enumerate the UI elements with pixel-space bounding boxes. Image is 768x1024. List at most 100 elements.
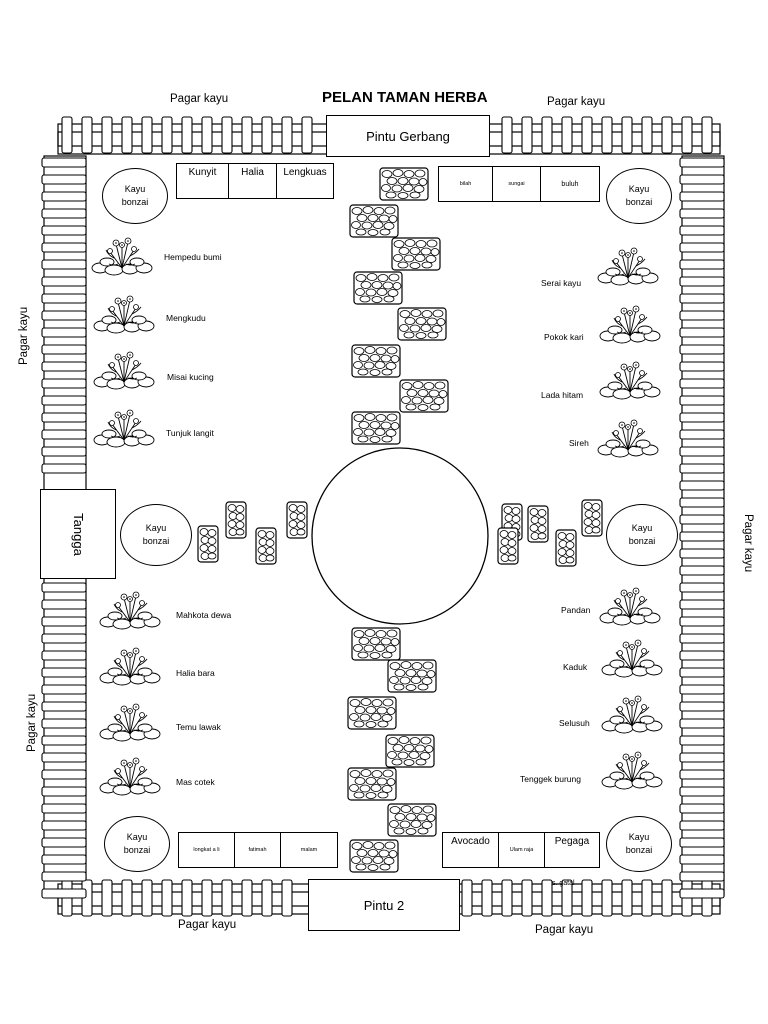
fence-picket (41, 837, 87, 848)
fence-picket (521, 879, 533, 917)
main-gate-label: Pintu Gerbang (366, 128, 450, 144)
bed-cell: longkat a li (179, 833, 235, 867)
fence-picket (201, 116, 213, 154)
fence-picket (461, 879, 473, 917)
fence-picket (541, 879, 553, 917)
fence-label-right: Pagar kayu (742, 514, 754, 573)
fence-picket (679, 888, 725, 899)
bed-cell: sungai (493, 167, 541, 201)
bed-cell: Kunyit (177, 164, 229, 198)
fence-picket (141, 879, 153, 917)
fence-picket (241, 879, 253, 917)
bed-top-left: Kunyit Halia Lengkuas (176, 163, 334, 199)
main-gate[interactable]: Pintu Gerbang (326, 115, 490, 157)
fence-picket (261, 116, 273, 154)
stepping-stone (581, 499, 603, 537)
stepping-stone (351, 627, 401, 661)
fence-picket (41, 157, 87, 168)
fence-picket (679, 565, 725, 576)
fence-picket (679, 718, 725, 729)
stepping-stone (197, 525, 219, 563)
fence-picket (41, 378, 87, 389)
bonzai-label: Kayu bonzai (142, 522, 170, 547)
stepping-stone (399, 379, 449, 413)
fence-picket (601, 116, 613, 154)
stairs: Tangga (40, 489, 116, 579)
fence-picket (679, 820, 725, 831)
plant-label: Lada hitam (541, 390, 584, 400)
fence-picket (679, 429, 725, 440)
fence-picket (679, 327, 725, 338)
fence-picket (679, 378, 725, 389)
fence-picket (679, 344, 725, 355)
herb-plant-icon (597, 247, 659, 286)
fence-picket (679, 667, 725, 678)
fence-picket (161, 879, 173, 917)
fence-picket (101, 879, 113, 917)
fence-picket (679, 633, 725, 644)
plant-label: Mahkota dewa (176, 610, 232, 620)
fence-label-top-left: Pagar kayu (170, 93, 229, 105)
fence-pickets (41, 116, 725, 917)
stepping-stone (349, 204, 399, 238)
fence-picket (161, 116, 173, 154)
bed-cell: Avocado (443, 833, 499, 867)
gate-2[interactable]: Pintu 2 (308, 879, 460, 931)
herb-plant-icon (93, 351, 155, 390)
fence-picket (679, 769, 725, 780)
stairs-label: Tangga (70, 512, 86, 556)
fence-label-left-lower: Pagar kayu (26, 693, 38, 752)
stepping-stone (351, 411, 401, 445)
fence-picket (501, 879, 513, 917)
fence-picket (679, 616, 725, 627)
fence-picket (41, 174, 87, 185)
herb-plant-icon (91, 237, 153, 276)
stepping-stone (379, 167, 429, 201)
fence-picket (41, 650, 87, 661)
fence-picket (641, 116, 653, 154)
fence-picket (541, 116, 553, 154)
fence-picket (41, 259, 87, 270)
bonzai-label: Kayu bonzai (625, 183, 653, 208)
herb-plant-icon (93, 295, 155, 334)
bonzai-bottom-left: Kayu bonzai (104, 816, 170, 872)
fence-picket (679, 531, 725, 542)
fence-picket (41, 395, 87, 406)
fence-picket (679, 361, 725, 372)
stepping-stone (225, 501, 247, 539)
stepping-stone (497, 527, 519, 565)
fence-picket (679, 684, 725, 695)
plant-label: Misai kucing (167, 372, 214, 382)
fence-picket (661, 116, 673, 154)
fence-picket (41, 582, 87, 593)
stepping-stone (347, 767, 397, 801)
plant-label: Tunjuk langit (166, 428, 214, 438)
fence-picket (41, 735, 87, 746)
fence-picket (41, 752, 87, 763)
fence-picket (41, 429, 87, 440)
herb-plant-icon (99, 757, 161, 796)
plant-label: Mengkudu (166, 313, 206, 323)
stepping-stone (527, 505, 549, 543)
fence-picket (301, 116, 313, 154)
fence-picket (679, 871, 725, 882)
fence-picket (41, 871, 87, 882)
fence-picket (481, 879, 493, 917)
fence-picket (679, 735, 725, 746)
stepping-stone (351, 344, 401, 378)
fence-picket (679, 310, 725, 321)
fence-picket (141, 116, 153, 154)
bonzai-label: Kayu bonzai (121, 183, 149, 208)
stepping-stone (391, 237, 441, 271)
fence-picket (41, 803, 87, 814)
fence-picket (679, 786, 725, 797)
fence-picket (561, 116, 573, 154)
fence-picket (41, 463, 87, 474)
fence-picket (241, 116, 253, 154)
fence-picket (41, 361, 87, 372)
fence-picket (681, 116, 693, 154)
fence-picket (679, 497, 725, 508)
fence-picket (181, 879, 193, 917)
fence-picket (679, 582, 725, 593)
bed-cell: bilah (439, 167, 493, 201)
